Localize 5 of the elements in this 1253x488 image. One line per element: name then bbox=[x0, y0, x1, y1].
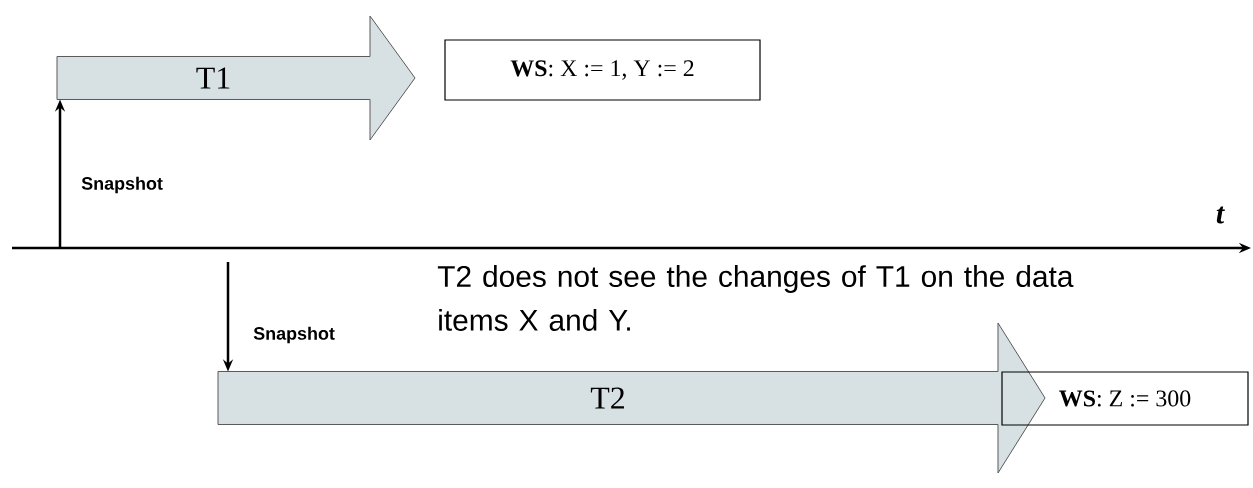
axis-label: t bbox=[1216, 206, 1225, 224]
text-box: WS: X := 1, Y := 2 bbox=[444, 39, 761, 101]
edge-label: Snapshot bbox=[80, 175, 164, 195]
edge-label: Snapshot bbox=[252, 325, 336, 345]
text-box: WS: Z := 300 bbox=[1001, 371, 1249, 426]
